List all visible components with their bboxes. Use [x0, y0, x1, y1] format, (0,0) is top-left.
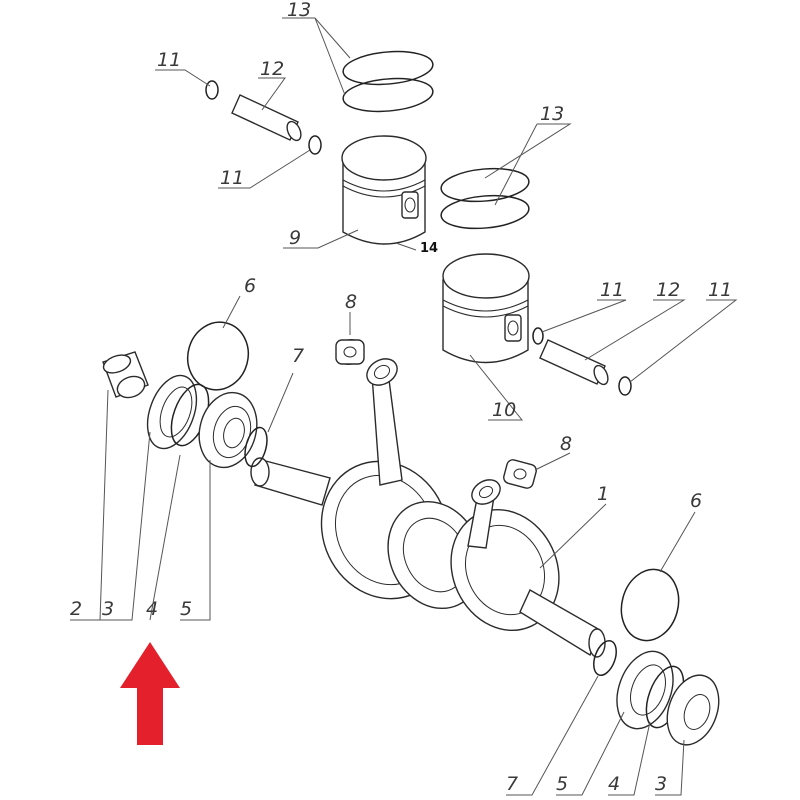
- piston-pin-right: [539, 339, 609, 386]
- piston-9: [341, 135, 427, 245]
- label-4-bottom-left: 4: [146, 598, 158, 620]
- seal-ring-7-left: [244, 426, 268, 468]
- label-11-right-a: 11: [600, 279, 624, 301]
- label-12-top: 12: [260, 58, 284, 80]
- label-6-left: 6: [244, 275, 256, 297]
- piston-pin-top: [231, 94, 302, 142]
- label-11-mid-left: 11: [220, 167, 244, 189]
- label-3-bottom-right: 3: [655, 773, 667, 795]
- label-10: 10: [492, 399, 516, 421]
- piston-rings-right: [440, 167, 530, 230]
- circlip-top-left: [205, 80, 219, 100]
- label-13-right: 13: [540, 103, 564, 125]
- label-9: 9: [289, 227, 301, 249]
- needle-bearing-top: [335, 339, 365, 365]
- label-8-mid: 8: [560, 433, 572, 455]
- connecting-rod-bottom: [467, 479, 501, 549]
- oring-6-right: [620, 568, 680, 642]
- seal-ring-7-right: [593, 639, 617, 677]
- label-14: 14: [420, 241, 438, 256]
- leader-lines: [70, 17, 738, 796]
- label-5-bottom-right: 5: [556, 773, 568, 795]
- label-8-top: 8: [345, 291, 357, 313]
- ball-bearing-5-right: [616, 650, 674, 730]
- piston-10: [442, 253, 530, 364]
- label-6-right: 6: [690, 490, 702, 512]
- ball-bearing-5-left: [198, 391, 258, 469]
- label-11-right-b: 11: [708, 279, 732, 301]
- label-1: 1: [597, 483, 609, 505]
- label-5-bottom-left: 5: [180, 598, 192, 620]
- label-13-top: 13: [287, 0, 311, 21]
- label-7-bottom-right: 7: [506, 773, 518, 795]
- circlip-right-b: [618, 376, 632, 396]
- red-up-arrow-icon: [120, 642, 180, 745]
- oring-6-left: [186, 321, 250, 391]
- label-7-left: 7: [292, 345, 304, 367]
- seal-3-right: [666, 674, 720, 746]
- needle-bearing-mid: [503, 459, 537, 489]
- connecting-rod-top: [366, 358, 403, 486]
- circlip-right-a: [532, 327, 544, 345]
- label-11-top-left: 11: [157, 49, 181, 71]
- label-12-right: 12: [656, 279, 680, 301]
- crankshaft: [250, 457, 606, 658]
- label-4-bottom-right: 4: [608, 773, 620, 795]
- bushing-2: [102, 351, 149, 399]
- circlip-mid-left: [308, 135, 322, 155]
- label-3-bottom-left: 3: [102, 598, 114, 620]
- label-2-bottom-left: 2: [70, 598, 82, 620]
- piston-rings-top: [342, 50, 434, 113]
- seal-3-left: [146, 374, 198, 450]
